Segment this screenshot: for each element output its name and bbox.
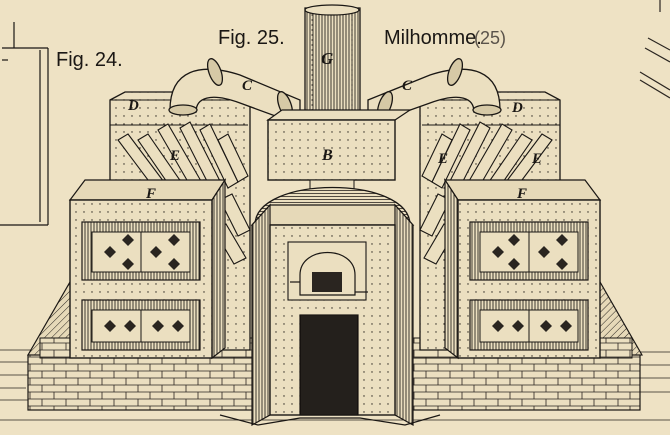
front-chamber-right: [443, 177, 602, 360]
label-G: G: [321, 49, 334, 68]
label-E-left: E: [169, 148, 180, 164]
label-F-right: F: [516, 186, 527, 202]
central-furnace: [219, 203, 441, 427]
label-E-right-2: E: [531, 151, 542, 167]
collector-B: [266, 109, 412, 191]
front-chamber-left: [68, 177, 227, 360]
label-E-right-1: E: [437, 151, 448, 167]
label-C-right: C: [402, 78, 413, 94]
fig25-caption: Fig. 25.: [218, 27, 285, 49]
label-F-left: F: [145, 186, 156, 202]
right-edge-fragment: [639, 0, 670, 99]
chimney-G: [304, 4, 361, 121]
plate-number: (25): [474, 28, 506, 48]
author-caption: Milhomme.: [384, 27, 482, 49]
label-B: B: [321, 147, 333, 164]
fig24-fragment: [0, 22, 49, 226]
fig24-caption: Fig. 24.: [56, 49, 123, 71]
label-C-left: C: [242, 78, 253, 94]
label-D-left: D: [127, 98, 139, 114]
label-D-right: D: [511, 100, 523, 116]
ground-waterline: [0, 349, 670, 421]
